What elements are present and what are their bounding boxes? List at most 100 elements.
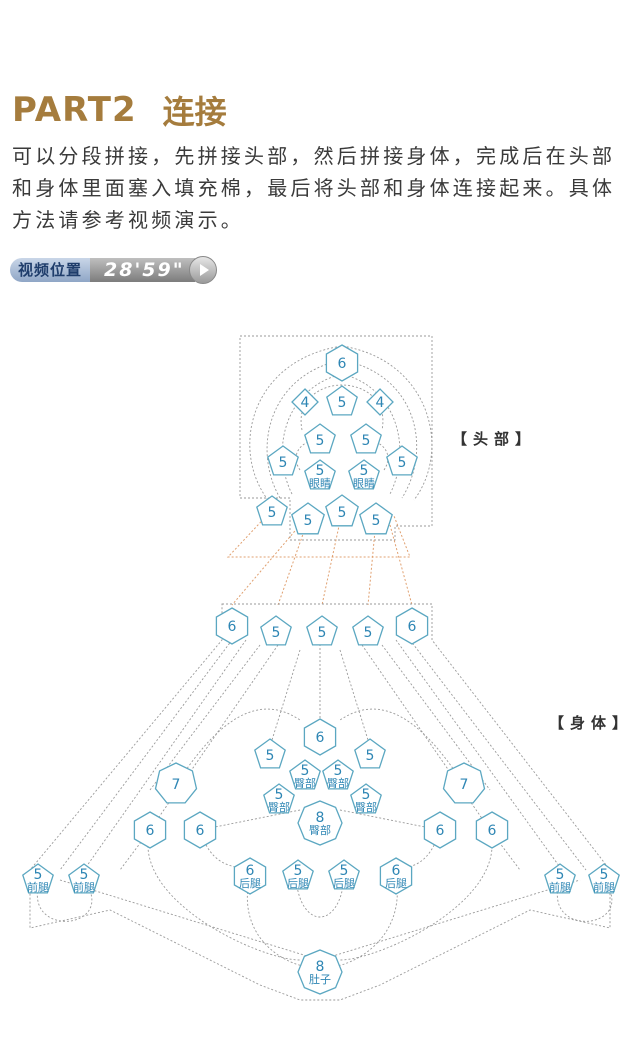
piece-number: 5 [360,463,369,479]
play-icon[interactable] [188,256,217,284]
piece-shape [325,344,359,382]
piece-label: 后腿 [239,877,261,890]
piece-shape [215,607,249,645]
piece-number: 5 [316,433,325,449]
piece-number: 5 [340,863,349,879]
piece-number: 5 [362,787,371,803]
piece-shape [304,459,336,490]
piece-h14: 5 [359,502,393,535]
piece-shape [263,783,295,814]
piece-h7: 5 [267,445,299,476]
piece-b5: 5臀部 [322,759,354,790]
piece-shape [256,495,288,526]
piece-shape [354,738,386,769]
piece-number: 5 [600,867,609,883]
piece-h11: 5 [256,495,288,526]
piece-b1: 6 [303,718,337,756]
piece-shape [183,811,217,849]
piece-number: 4 [301,395,310,411]
video-position-badge[interactable]: 视频位置 28'59" [10,256,217,284]
piece-shape [68,863,100,894]
piece-number: 7 [172,777,181,793]
piece-h1: 6 [325,344,359,382]
piece-b20: 5前腿 [68,863,100,894]
piece-shape [366,388,394,416]
piece-number: 8 [316,959,325,975]
piece-shape [303,718,337,756]
piece-shape [350,783,382,814]
piece-h8: 5眼睛 [304,459,336,490]
piece-b7: 5臀部 [350,783,382,814]
piece-b14: 6 [475,811,509,849]
piece-n2: 5 [260,615,292,646]
piece-h3: 5 [326,385,358,416]
piece-number: 6 [338,356,347,372]
piece-label: 臀部 [268,800,290,814]
piece-number: 5 [364,625,373,641]
piece-number: 5 [275,787,284,803]
piece-number: 8 [316,810,325,826]
piece-h5: 5 [304,423,336,454]
part-title: 连接 [162,93,227,131]
piece-number: 6 [146,823,155,839]
piece-number: 5 [266,748,275,764]
piece-number: 5 [294,863,303,879]
piece-number: 6 [408,619,417,635]
piece-label: 前腿 [593,880,615,894]
piece-b8: 8臀部 [297,800,343,846]
piece-label: 臀部 [355,800,377,814]
piece-shape [254,738,286,769]
piece-number: 5 [268,505,277,521]
piece-label: 肚子 [309,972,331,986]
piece-shape [291,388,319,416]
piece-label: 前腿 [549,880,571,894]
piece-h9: 5眼睛 [348,459,380,490]
piece-shape [352,615,384,646]
piece-label: 臀部 [294,776,316,790]
part-number: PART2 [12,90,137,130]
piece-number: 5 [556,867,565,883]
piece-h10: 5 [386,445,418,476]
piece-b10: 7 [442,762,486,804]
piece-b13: 6 [423,811,457,849]
piece-number: 6 [228,619,237,635]
piece-shape [282,859,314,890]
piece-b9: 7 [154,762,198,804]
piece-shape [233,857,267,895]
piece-n5: 6 [395,607,429,645]
piece-shape [379,857,413,895]
piece-b15: 6后腿 [233,857,267,895]
piece-shape [325,494,359,527]
piece-label: 臀部 [309,823,331,837]
piece-n1: 6 [215,607,249,645]
piece-shape [306,615,338,646]
piece-b11: 6 [133,811,167,849]
piece-number: 7 [460,777,469,793]
piece-shape [475,811,509,849]
piece-number: 6 [316,730,325,746]
piece-h4: 4 [366,388,394,416]
piece-shape [289,759,321,790]
piece-b21: 5前腿 [544,863,576,894]
piece-number: 5 [398,455,407,471]
piece-shape [133,811,167,849]
piece-label: 后腿 [333,877,355,890]
piece-n3: 5 [306,615,338,646]
piece-shape [350,423,382,454]
piece-number: 6 [246,863,255,879]
piece-number: 6 [196,823,205,839]
piece-shape [386,445,418,476]
piece-number: 5 [338,395,347,411]
body-section-label: 【身体】 [549,714,634,732]
piece-b3: 5 [354,738,386,769]
piece-shape [260,615,292,646]
piece-shape [359,502,393,535]
piece-number: 5 [301,763,310,779]
piece-shape [297,800,343,846]
instruction-text: 可以分段拼接，先拼接头部，然后拼接身体，完成后在头部和身体里面塞入填充棉，最后将… [12,144,616,232]
piece-shape [154,762,198,804]
piece-shape [322,759,354,790]
piece-number: 6 [488,823,497,839]
piece-shape [326,385,358,416]
piece-label: 前腿 [73,880,95,894]
